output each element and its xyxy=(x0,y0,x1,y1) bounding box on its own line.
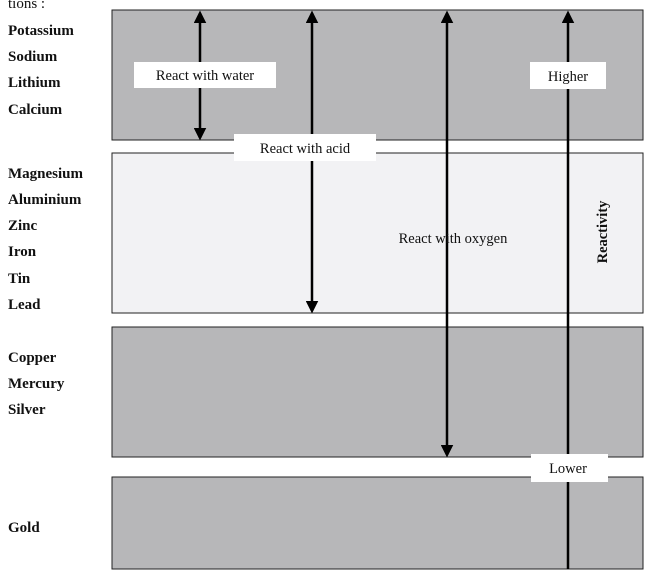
acid-label: React with acid xyxy=(260,141,351,157)
group-panel-3 xyxy=(111,326,644,458)
metal-lead: Lead xyxy=(8,297,41,313)
oxygen-reaction-arrow: React with oxygen xyxy=(399,10,508,458)
group-panel-2 xyxy=(111,152,644,314)
water-label-box xyxy=(134,62,276,88)
acid-reaction-arrow: React with acid xyxy=(234,10,376,314)
metal-silver: Silver xyxy=(8,402,46,418)
reactivity-axis-label: Reactivity xyxy=(595,200,611,264)
metal-gold: Gold xyxy=(8,520,40,536)
reactivity-axis: Higher Lower Reactivity xyxy=(530,10,611,569)
lower-label: Lower xyxy=(549,461,587,477)
metal-lithium: Lithium xyxy=(8,75,61,91)
group-panel-4 xyxy=(111,476,644,570)
metal-tin: Tin xyxy=(8,271,31,287)
metal-iron: Iron xyxy=(8,244,37,260)
acid-label-box xyxy=(234,134,376,161)
water-label: React with water xyxy=(156,68,254,84)
water-reaction-arrow: React with water xyxy=(134,10,276,141)
lower-label-box xyxy=(531,454,608,482)
metal-zinc: Zinc xyxy=(8,218,38,234)
metal-copper: Copper xyxy=(8,350,57,366)
metal-calcium: Calcium xyxy=(8,102,63,118)
metal-potassium: Potassium xyxy=(8,23,74,39)
metal-aluminium: Aluminium xyxy=(8,192,82,208)
higher-label-box xyxy=(530,62,606,89)
metal-mercury: Mercury xyxy=(8,376,65,392)
metal-sodium: Sodium xyxy=(8,49,58,65)
higher-label: Higher xyxy=(548,69,588,85)
oxygen-label: React with oxygen xyxy=(399,231,508,247)
header-fragment: tions : xyxy=(8,0,45,12)
metal-list: Potassium Sodium Lithium Calcium Magnesi… xyxy=(8,23,84,536)
metal-magnesium: Magnesium xyxy=(8,166,84,182)
